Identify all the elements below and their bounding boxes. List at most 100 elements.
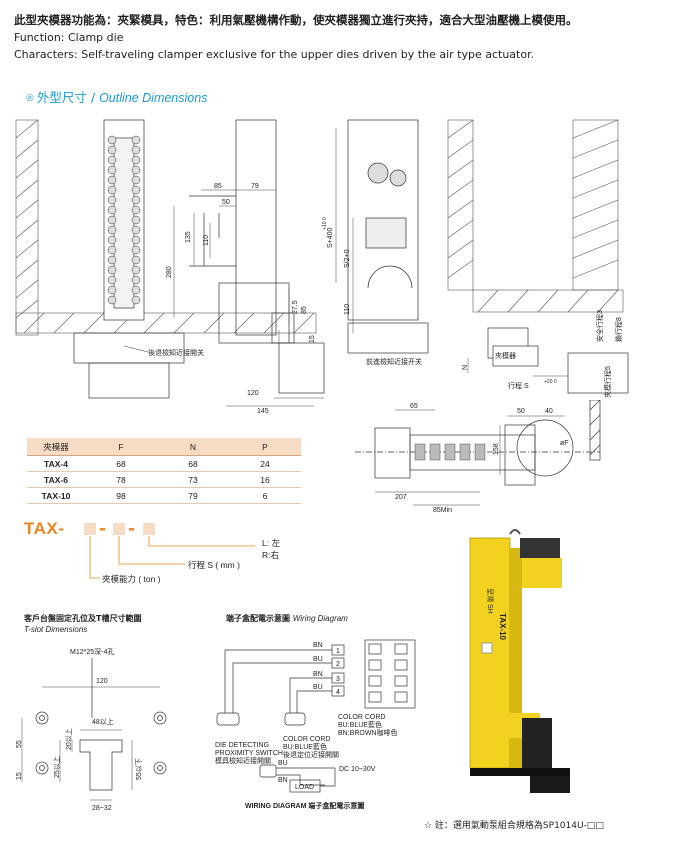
- code-dir-r: R:右: [262, 550, 280, 560]
- chain-link: [131, 275, 141, 285]
- tslot-dim-28-32: 28~32: [92, 805, 112, 812]
- die-detect-2: PROXIMITY SWITCH: [215, 750, 283, 757]
- product-brand-text: 呈鴻 SH: [486, 588, 495, 614]
- cell-n: 79: [157, 487, 229, 504]
- dim-stroke: 行程 S: [508, 381, 529, 390]
- color-cord-2-zh: 後退定位近接開關: [283, 750, 339, 759]
- dim-s400: S+400: [327, 227, 334, 248]
- side-view-drawing: S+400 +10 0 S/2+0 110 N 前進檢知近接开关 夾模器 行程 …: [322, 119, 629, 398]
- tslot-dim-15: 15: [16, 772, 23, 780]
- dim-50-top: 50: [517, 408, 525, 415]
- product-photo: 呈鴻 SH TAX-10: [469, 529, 570, 793]
- tslot-dim-55: 55: [16, 740, 23, 748]
- tslot-dim-25up: 25以上: [52, 756, 61, 778]
- chain-link: [131, 255, 141, 265]
- chain-link: [131, 145, 141, 155]
- dim-158: 158: [493, 443, 500, 455]
- wiring-title: 端子盒配電示意圖 Wiring Diagram: [226, 613, 348, 624]
- product-model-text: TAX-10: [498, 613, 507, 641]
- dim-110: 110: [203, 235, 210, 246]
- terminal-2: 2: [336, 661, 340, 668]
- intro-zh: 此型夾模器功能為：夾緊模具，特色：利用氣壓機構作動，使夾模器獨立進行夾持，適合大…: [14, 13, 578, 27]
- code-dash-3: -: [128, 519, 136, 539]
- tslot-drawing: M12*25深-4孔 120 48以上 55 15 25以上 20以上 55以下…: [16, 647, 167, 812]
- tslot-holes-label: M12*25深-4孔: [70, 647, 114, 656]
- wire-label-bn-2: BN: [313, 671, 323, 678]
- dim-s2: S/2+0: [344, 249, 351, 268]
- chain-link: [107, 135, 117, 145]
- wiring-title-zh: 端子盒配電示意圖: [226, 614, 290, 623]
- chain-link: [131, 205, 141, 215]
- cell-n: 68: [157, 455, 229, 472]
- wiring-drawing: BN BU BN BU 1 2 3 4 COLOR CORD BU:BLUE藍色…: [215, 639, 416, 810]
- dim-207: 207: [395, 494, 407, 501]
- chain-link: [107, 275, 117, 285]
- table-row: TAX-6 78 73 16: [27, 471, 301, 488]
- dim-85: 85: [214, 183, 222, 190]
- cell-p: 24: [229, 455, 301, 472]
- dim-145: 145: [257, 408, 269, 415]
- code-dash-2: -: [99, 519, 107, 539]
- cell-f: 98: [85, 487, 157, 504]
- chain-link: [131, 155, 141, 165]
- chain-link: [131, 245, 141, 255]
- chain-link: [107, 295, 117, 305]
- dim-79: 79: [251, 183, 259, 190]
- cell-model: TAX-6: [27, 471, 85, 488]
- chain-link: [107, 265, 117, 275]
- dim-85b: 85: [301, 306, 308, 314]
- tslot-dim-120: 120: [96, 678, 108, 685]
- chain-link: [131, 175, 141, 185]
- chain-link: [131, 235, 141, 245]
- dim-15: 15: [309, 335, 316, 343]
- table-row: TAX-10 98 79 6: [27, 487, 301, 504]
- die-detect-3: 模具檢知近接開關: [215, 756, 271, 765]
- section-title-en: Outline Dimensions: [99, 91, 208, 105]
- chain-link: [107, 235, 117, 245]
- dim-120: 120: [247, 390, 259, 397]
- dim-40: 40: [545, 408, 553, 415]
- dim-135: 135: [185, 231, 192, 243]
- code-box-capacity: [84, 523, 96, 535]
- color-cord-1-bn: BN:BROWN咖啡色: [338, 728, 398, 737]
- cell-f: 78: [85, 471, 157, 488]
- wire-load: LOAD: [295, 784, 314, 791]
- chain-link: [131, 195, 141, 205]
- wire-bn: BN: [278, 777, 288, 784]
- dim-110-side: 110: [344, 304, 351, 315]
- cell-n: 73: [157, 471, 229, 488]
- chain-link: [131, 215, 141, 225]
- cell-p: 16: [229, 471, 301, 488]
- chain-link: [107, 255, 117, 265]
- dim-50: 50: [222, 199, 230, 206]
- tslot-title-en: T-slot Dimensions: [24, 625, 88, 634]
- section-title-zh: 外型尺寸: [36, 90, 87, 105]
- label-front-sensor: 前進檢知近接开关: [366, 357, 422, 366]
- chain-link: [131, 225, 141, 235]
- label-safety-stroke: 安全行程3: [595, 310, 604, 342]
- cell-p: 6: [229, 487, 301, 504]
- top-view-drawing: 65 50 40 158 øF 207 85Min: [355, 400, 601, 514]
- tslot-dim-20up: 20以上: [64, 728, 73, 750]
- section-bullet-icon: ◎: [26, 93, 34, 103]
- chain-link: [107, 185, 117, 195]
- chain-link: [107, 195, 117, 205]
- label-clamper: 夾模器: [495, 351, 516, 360]
- section-title: ◎外型尺寸 / Outline Dimensions: [26, 87, 207, 106]
- spec-header-p: P: [229, 438, 301, 456]
- chain-link: [107, 155, 117, 165]
- terminal-1: 1: [336, 648, 340, 655]
- dim-phi-f: øF: [560, 440, 569, 447]
- dim-65: 65: [410, 403, 418, 410]
- table-row: TAX-4 68 68 24: [27, 455, 301, 472]
- dim-s400-tol: +10 0: [322, 217, 328, 230]
- model-code-dash: -: [58, 519, 65, 538]
- tslot-dim-48: 48以上: [92, 717, 114, 726]
- tslot-dim-55down: 55以下: [135, 758, 143, 780]
- chain-link: [131, 185, 141, 195]
- spec-table-header: 夾模器 F N P: [27, 438, 301, 456]
- chain-link: [107, 285, 117, 295]
- color-cord-1-bu: BU:BLUE藍色: [338, 720, 382, 729]
- dim-stroke-tol: +20 0: [544, 379, 557, 385]
- chain-link: [131, 295, 141, 305]
